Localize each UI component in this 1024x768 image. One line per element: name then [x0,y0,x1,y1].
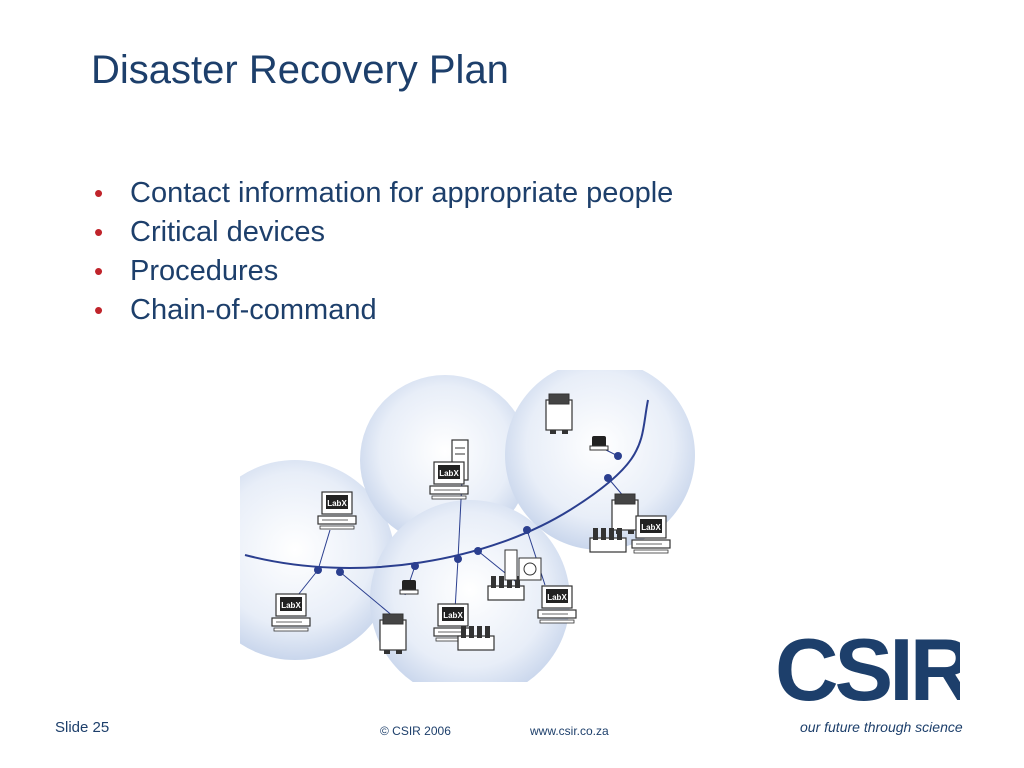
footer-url: www.csir.co.za [530,724,609,738]
labx-workstation: LabX [631,515,671,554]
network-bubble [370,500,570,682]
storage-drive [399,579,419,595]
bullet-item: • Contact information for appropriate peo… [92,174,673,213]
bullet-text: Chain-of-command [130,294,377,326]
bullet-text: Contact information for appropriate peop… [130,177,674,209]
bullet-text: Critical devices [130,216,325,248]
labx-label: LabX [641,523,661,532]
bullet-item: • Chain-of-command [92,291,673,330]
labx-workstation: LabX [537,585,577,624]
labx-label: LabX [443,611,463,620]
labx-workstation: LabX [429,461,469,500]
labx-workstation: LabX [317,491,357,530]
network-diagram: LabX LabX LabX LabX LabX LabX [240,370,695,682]
bullet-item: • Procedures [92,252,673,291]
labx-label: LabX [281,601,301,610]
labx-workstation: LabX [271,593,311,632]
footer-copyright: © CSIR 2006 [380,724,451,738]
csir-logo: CSIR [775,620,960,710]
bullet-icon: • [94,178,104,208]
printer [379,613,407,655]
logo-tagline: our future through science [800,719,963,735]
printer [611,493,639,535]
labx-label: LabX [547,593,567,602]
network-nodes [314,452,622,576]
bullet-icon: • [94,295,104,325]
bullet-item: • Critical devices [92,213,673,252]
csir-logo-text: CSIR [775,620,960,710]
slide-number: Slide 25 [55,719,110,736]
network-backbone-line [244,399,649,569]
slide-title: Disaster Recovery Plan [91,48,509,92]
labx-label: LabX [439,469,459,478]
lab-analyzer [504,549,542,581]
bullet-text: Procedures [130,255,279,287]
labx-workstation: LabX [433,603,473,642]
labx-label: LabX [327,499,347,508]
storage-drive [589,435,609,451]
bullet-list: • Contact information for appropriate peo… [92,174,673,330]
bullet-icon: • [94,256,104,286]
printer [545,393,573,435]
bullet-icon: • [94,217,104,247]
